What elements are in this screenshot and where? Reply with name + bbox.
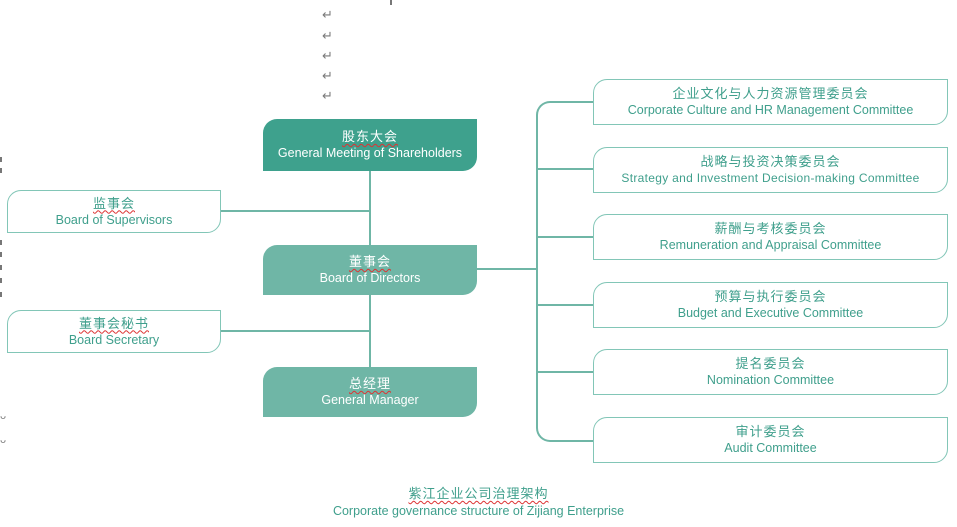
directors-box[interactable]: 董事会 Board of Directors [263, 245, 477, 295]
committee-branch [537, 236, 594, 238]
shareholders-cn: 股东大会 [341, 129, 398, 144]
connector-secretary [220, 330, 370, 332]
shareholders-box[interactable]: 股东大会 General Meeting of Shareholders [263, 119, 477, 171]
committee-box[interactable]: 企业文化与人力资源管理委员会 Corporate Culture and HR … [593, 79, 948, 125]
supervisors-en: Board of Supervisors [55, 212, 173, 227]
connector-supervisors [220, 210, 370, 212]
edge-mark [0, 240, 2, 245]
paragraph-mark-icon: ↵ [322, 89, 333, 104]
committee-bracket-top [536, 101, 596, 163]
committee-box[interactable]: 战略与投资决策委员会 Strategy and Investment Decis… [593, 147, 948, 193]
committee-bracket-spine [536, 158, 538, 388]
text-cursor [390, 0, 392, 5]
committee-box[interactable]: 预算与执行委员会 Budget and Executive Committee [593, 282, 948, 328]
committee-cn: 提名委员会 [735, 356, 806, 371]
committee-branch [537, 168, 594, 170]
directors-cn: 董事会 [348, 254, 391, 269]
edge-mark [0, 292, 2, 297]
committee-cn: 企业文化与人力资源管理委员会 [672, 86, 869, 101]
committee-bracket-bottom [536, 380, 596, 442]
caption-en: Corporate governance structure of Zijian… [332, 504, 625, 518]
committee-cn: 战略与投资决策委员会 [700, 154, 841, 169]
edge-mark [0, 252, 2, 257]
committee-branch [537, 304, 594, 306]
edge-mark [0, 168, 2, 173]
edge-mark-icon: ᴗ [0, 411, 7, 422]
caption-cn: 紫江企业公司治理架构 [408, 486, 549, 501]
committee-en: Audit Committee [724, 441, 817, 455]
supervisors-cn: 监事会 [92, 195, 135, 211]
shareholders-en: General Meeting of Shareholders [277, 146, 463, 160]
committee-en: Nomination Committee [706, 373, 835, 387]
committee-en: Strategy and Investment Decision-making … [621, 171, 920, 185]
paragraph-mark-icon: ↵ [322, 49, 333, 64]
committee-en: Corporate Culture and HR Management Comm… [627, 103, 914, 117]
paragraph-mark-icon: ↵ [322, 29, 333, 44]
committee-box[interactable]: 审计委员会 Audit Committee [593, 417, 948, 463]
general-manager-cn: 总经理 [348, 376, 391, 391]
secretary-box[interactable]: 董事会秘书 Board Secretary [7, 310, 221, 353]
edge-mark [0, 278, 2, 283]
paragraph-mark-icon: ↵ [322, 69, 333, 84]
secretary-cn: 董事会秘书 [78, 315, 149, 331]
paragraph-mark-icon: ↵ [322, 8, 333, 23]
committee-box[interactable]: 薪酬与考核委员会 Remuneration and Appraisal Comm… [593, 214, 948, 260]
secretary-en: Board Secretary [68, 332, 160, 347]
edge-mark [0, 265, 2, 270]
committee-en: Budget and Executive Committee [677, 306, 864, 320]
general-manager-box[interactable]: 总经理 General Manager [263, 367, 477, 417]
connector-directors-committees [476, 268, 538, 270]
committee-cn: 预算与执行委员会 [714, 289, 827, 304]
committee-branch [537, 371, 594, 373]
general-manager-en: General Manager [321, 393, 419, 407]
directors-en: Board of Directors [319, 271, 421, 285]
committee-box[interactable]: 提名委员会 Nomination Committee [593, 349, 948, 395]
committee-en: Remuneration and Appraisal Committee [659, 238, 882, 252]
edge-mark [0, 157, 2, 162]
committee-cn: 审计委员会 [735, 424, 806, 439]
committee-cn: 薪酬与考核委员会 [714, 221, 827, 236]
edge-mark-icon: ᴗ [0, 435, 7, 446]
figure-caption: 紫江企业公司治理架构 Corporate governance structur… [0, 483, 957, 518]
supervisors-box[interactable]: 监事会 Board of Supervisors [7, 190, 221, 233]
